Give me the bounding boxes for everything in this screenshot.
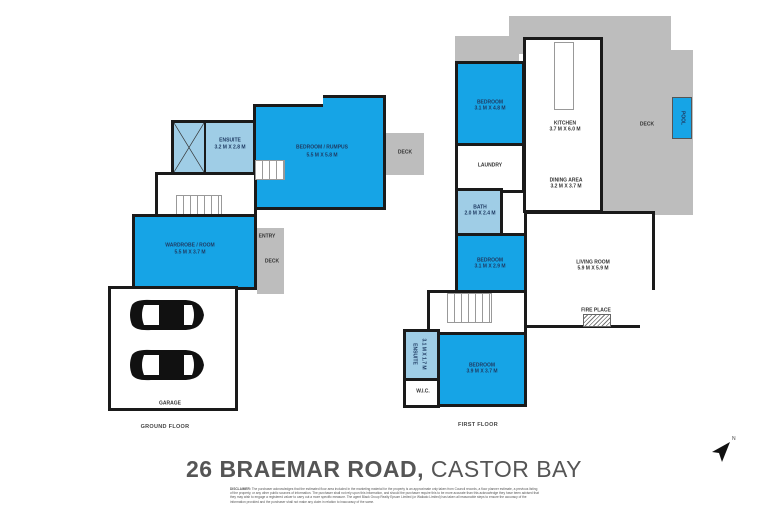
- kitchen-size: 3.7 M X 6.0 M: [549, 126, 581, 133]
- bedroom-2: [455, 233, 527, 293]
- ground-ensuite-label: ENSUITE: [219, 137, 241, 144]
- address-suburb: CASTOR BAY: [430, 456, 583, 482]
- bedroom-1-label: BEDROOM: [476, 99, 504, 106]
- bedroom-3-size: 3.9 M X 3.7 M: [466, 368, 498, 375]
- north-label: N: [732, 436, 736, 442]
- bath-size: 2.0 M X 2.4 M: [464, 210, 496, 217]
- deck-right: [384, 133, 424, 175]
- property-title: 26 BRAEMAR ROAD, CASTOR BAY: [0, 456, 768, 483]
- first-stairs: [447, 293, 492, 323]
- kitchen-island: [554, 42, 574, 110]
- disclaimer-text: The purchaser acknowledges that the esti…: [230, 487, 539, 504]
- bath: [455, 188, 503, 236]
- entry-deck: [257, 228, 284, 294]
- deck-right-label: DECK: [397, 149, 413, 156]
- ground-ensuite: [171, 120, 256, 175]
- ground-floor-label: GROUND FLOOR: [140, 424, 190, 430]
- disclaimer-label: DISCLAIMER:: [230, 487, 251, 491]
- living-room-size: 5.9 M X 5.9 M: [577, 265, 609, 272]
- kitchen-label: KITCHEN: [553, 120, 577, 127]
- bedroom-1-size: 3.1 M X 4.8 M: [474, 105, 506, 112]
- living-room-label: LIVING ROOM: [576, 259, 610, 266]
- car-icon: [130, 349, 204, 381]
- dining-label: DINING AREA: [549, 177, 583, 184]
- wic: [403, 378, 440, 408]
- bedroom-2-label: BEDROOM: [476, 257, 504, 264]
- bedroom-2-size: 3.1 M X 2.9 M: [474, 263, 506, 270]
- first-deck-label: DECK: [639, 121, 655, 128]
- bedroom-rumpus: [253, 95, 386, 210]
- disclaimer: DISCLAIMER: The purchaser acknowledges t…: [230, 487, 540, 504]
- wic-label: W.I.C.: [416, 388, 430, 395]
- first-ensuite-label: ENSUITE: [411, 343, 418, 365]
- bedroom-rumpus-size: 5.5 M X 5.8 M: [306, 152, 338, 159]
- car-icon: [130, 299, 204, 331]
- wardrobe-room: [132, 214, 257, 290]
- first-ensuite-size: 3.1 M X 1.7 M: [420, 338, 427, 370]
- bedroom-1: [455, 61, 525, 146]
- laundry-label: LAUNDRY: [477, 162, 503, 169]
- pool: [672, 97, 692, 139]
- living-room: [524, 211, 655, 328]
- address-street: 26 BRAEMAR ROAD,: [185, 456, 424, 482]
- fireplace-label: FIRE PLACE: [581, 307, 611, 314]
- wardrobe-room-size: 5.5 M X 3.7 M: [174, 249, 206, 256]
- fireplace-icon: [583, 314, 611, 327]
- ground-ensuite-size: 3.2 M X 2.8 M: [214, 144, 246, 151]
- pool-label: POOL: [679, 110, 686, 126]
- ground-stairs-upper: [255, 160, 285, 180]
- wardrobe-room-label: WARDROBE / ROOM: [165, 242, 215, 249]
- first-ensuite: [403, 329, 440, 381]
- ground-stairs: [176, 195, 222, 215]
- entry-deck-label: DECK: [264, 258, 280, 265]
- garage-label: GARAGE: [159, 400, 181, 407]
- first-floor-label: FIRST FLOOR: [458, 422, 498, 428]
- bedroom-3-label: BEDROOM: [468, 362, 496, 369]
- entry-label: ENTRY: [258, 233, 276, 240]
- north-arrow-icon: [712, 442, 730, 462]
- bedroom-rumpus-label: BEDROOM / RUMPUS: [296, 144, 348, 151]
- bath-label: BATH: [473, 204, 487, 211]
- north-compass: N: [708, 436, 738, 471]
- dining-size: 3.2 M X 3.7 M: [550, 183, 582, 190]
